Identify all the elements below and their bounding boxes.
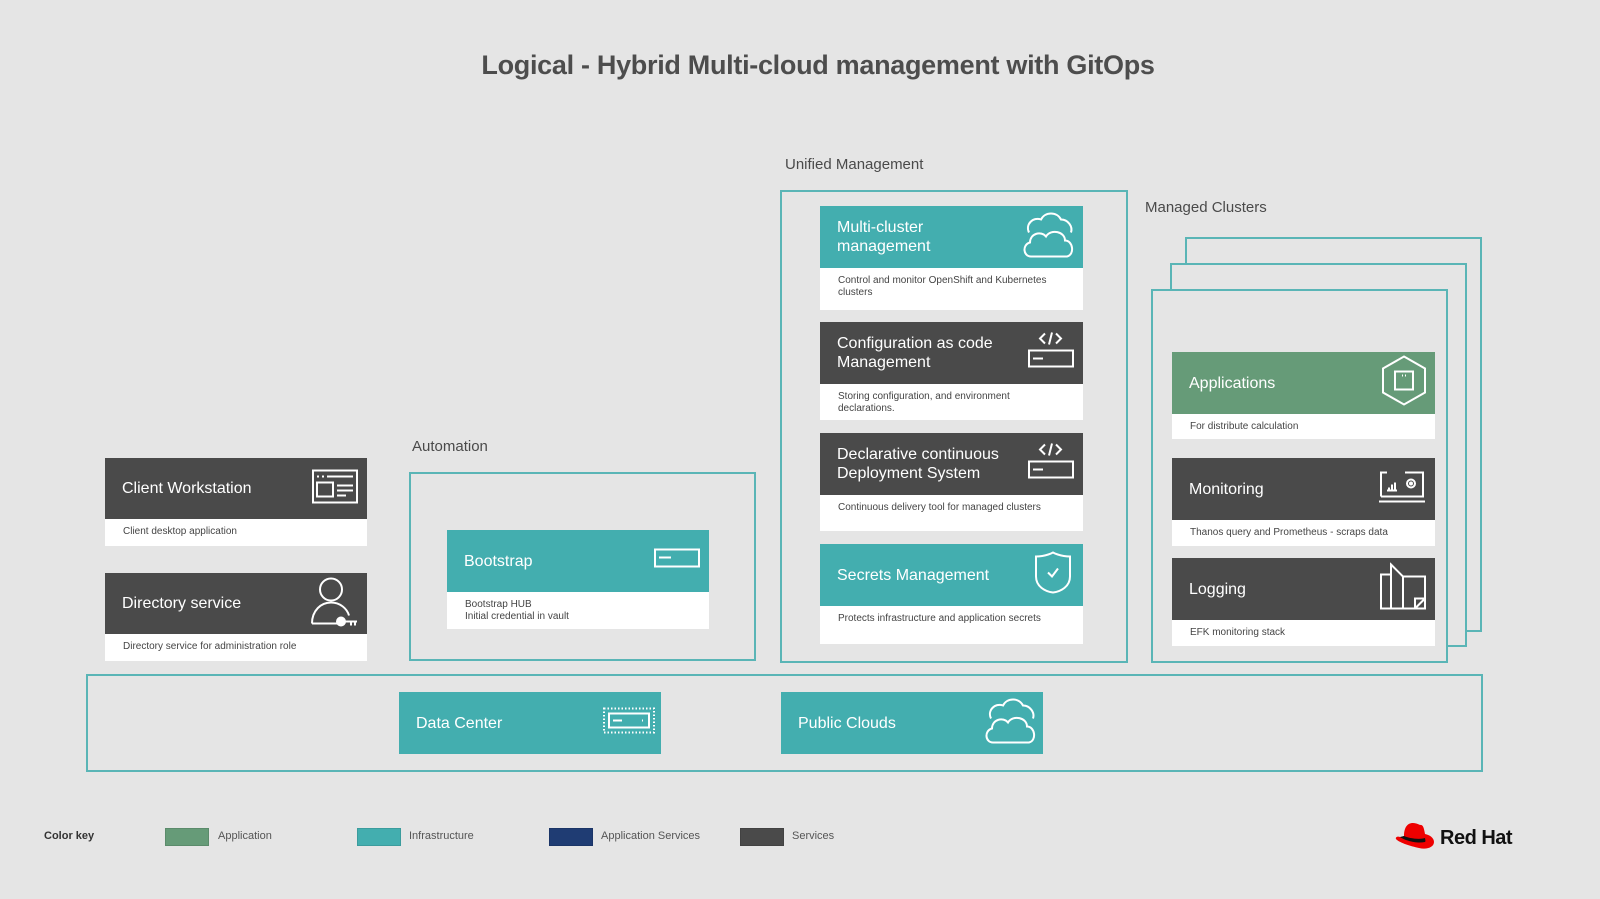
legend-swatch-infrastructure bbox=[357, 828, 401, 846]
box-description-line: Control and monitor OpenShift and Kubern… bbox=[838, 275, 1047, 286]
logging-box: Logging EFK monitoring stack bbox=[1172, 558, 1435, 646]
box-title: Secrets Management bbox=[837, 566, 990, 584]
shield-check-icon bbox=[1034, 551, 1072, 600]
user-key-icon bbox=[309, 575, 359, 632]
monitor-chart-gear-icon bbox=[1377, 469, 1427, 510]
box-title: Data Center bbox=[416, 714, 503, 732]
box-title: Public Clouds bbox=[798, 714, 896, 732]
bootstrap-box: Bootstrap Bootstrap HUB Initial credenti… bbox=[447, 530, 709, 629]
data-center-box: Data Center bbox=[399, 692, 661, 754]
legend-swatch-application-services bbox=[549, 828, 593, 846]
legend-label-application-services: Application Services bbox=[601, 830, 701, 842]
legend-label-services: Services bbox=[792, 830, 835, 842]
diagram-title: Logical - Hybrid Multi-cloud management … bbox=[481, 50, 1155, 80]
box-description-line: Bootstrap HUB bbox=[465, 599, 532, 610]
hexagon-app-icon bbox=[1381, 355, 1427, 412]
clouds-icon bbox=[1021, 211, 1075, 264]
box-description-line: Initial credential in vault bbox=[465, 611, 569, 622]
box-description-line: Storing configuration, and environment bbox=[838, 391, 1010, 402]
box-title-line: Management bbox=[837, 354, 931, 371]
unified-management-label: Unified Management bbox=[785, 156, 924, 173]
log-book-icon bbox=[1379, 562, 1427, 616]
legend-swatch-services bbox=[740, 828, 784, 846]
box-title-line: Configuration as code bbox=[837, 335, 993, 352]
legend-label-application: Application bbox=[218, 830, 272, 842]
box-title-line: Multi-cluster bbox=[837, 219, 924, 236]
box-description: Directory service for administration rol… bbox=[123, 641, 297, 652]
code-server-icon bbox=[1027, 331, 1075, 376]
datacenter-server-icon bbox=[602, 707, 656, 740]
box-title: Bootstrap bbox=[464, 552, 533, 570]
box-title: Client Workstation bbox=[122, 480, 252, 497]
server-icon bbox=[653, 548, 701, 575]
box-description: Continuous delivery tool for managed clu… bbox=[838, 502, 1041, 513]
automation-label: Automation bbox=[412, 438, 488, 455]
red-hat-fedora-icon bbox=[1394, 820, 1436, 857]
legend-title: Color key bbox=[44, 830, 95, 842]
box-description: EFK monitoring stack bbox=[1190, 627, 1286, 638]
brand-name: Red Hat bbox=[1440, 827, 1513, 849]
box-description: Thanos query and Prometheus - scraps dat… bbox=[1190, 527, 1388, 538]
declarative-deployment-box: Declarative continuous Deployment System… bbox=[820, 433, 1083, 531]
legend-swatch-application bbox=[165, 828, 209, 846]
directory-service-box: Directory service Directory service for … bbox=[105, 573, 367, 661]
box-description-line: declarations. bbox=[838, 403, 895, 414]
box-title: Directory service bbox=[122, 595, 242, 612]
box-title: Logging bbox=[1189, 580, 1246, 598]
public-clouds-box: Public Clouds bbox=[781, 692, 1043, 754]
box-title-line: management bbox=[837, 238, 931, 255]
managed-clusters-label: Managed Clusters bbox=[1145, 199, 1267, 216]
configuration-as-code-box: Configuration as code Management Storing… bbox=[820, 322, 1083, 420]
red-hat-logo: Red Hat bbox=[1394, 820, 1513, 857]
code-server-icon bbox=[1027, 442, 1075, 487]
browser-window-icon bbox=[311, 468, 359, 509]
clouds-icon bbox=[983, 697, 1037, 750]
box-description: Protects infrastructure and application … bbox=[838, 613, 1041, 624]
infrastructure-frame bbox=[86, 674, 1483, 772]
monitoring-box: Monitoring Thanos query and Prometheus -… bbox=[1172, 458, 1435, 546]
box-title: Applications bbox=[1189, 374, 1276, 392]
box-description: For distribute calculation bbox=[1190, 421, 1299, 432]
client-workstation-box: Client Workstation Client desktop applic… bbox=[105, 458, 367, 546]
unified-management-frame bbox=[780, 190, 1128, 663]
box-title-line: Deployment System bbox=[837, 465, 981, 482]
box-description-line: clusters bbox=[838, 287, 873, 298]
applications-box: Applications For distribute calculation bbox=[1172, 352, 1435, 439]
box-title: Monitoring bbox=[1189, 480, 1264, 498]
automation-frame bbox=[409, 472, 756, 661]
box-title-line: Declarative continuous bbox=[837, 446, 999, 463]
box-description: Client desktop application bbox=[123, 526, 237, 537]
multi-cluster-management-box: Multi-cluster management Control and mon… bbox=[820, 206, 1083, 310]
legend-label-infrastructure: Infrastructure bbox=[409, 830, 474, 842]
secrets-management-box: Secrets Management Protects infrastructu… bbox=[820, 544, 1083, 644]
